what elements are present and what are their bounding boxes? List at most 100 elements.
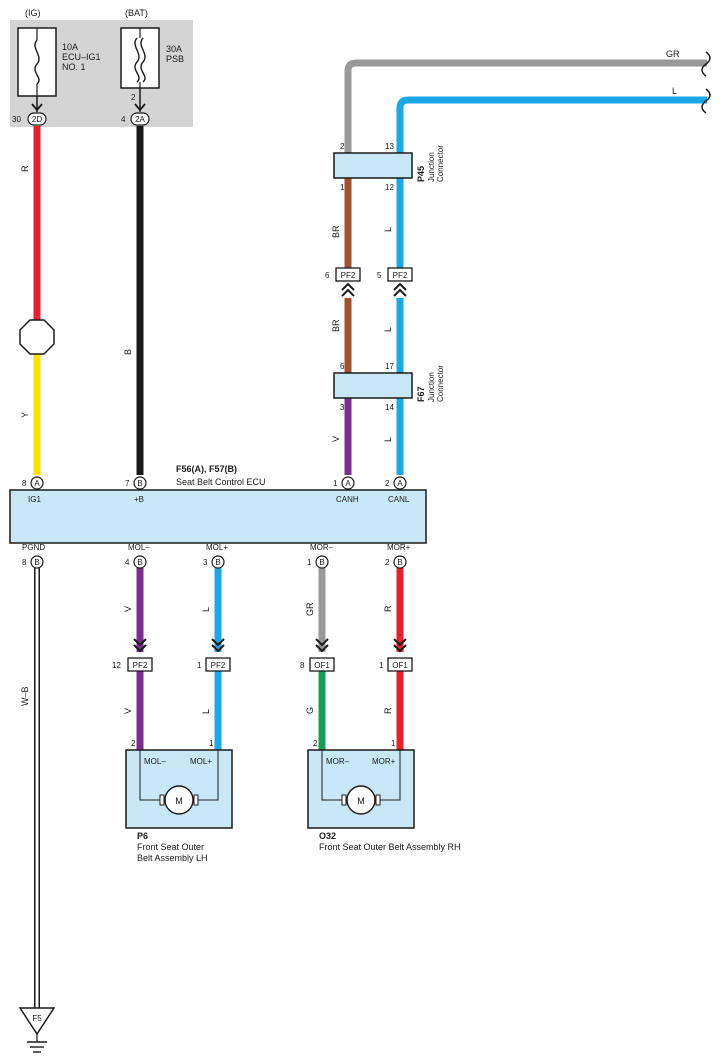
ecu-pin-conn: A	[397, 479, 403, 488]
ecu-pin-conn: B	[215, 558, 220, 567]
wire-label-yellow: Y	[20, 412, 30, 418]
connector-arrow-icon	[393, 638, 407, 653]
fuse-panel: (IG) (BAT) 10A ECU–IG1 NO. 1 30A PSB 2	[10, 8, 193, 127]
f67-code: F67	[416, 386, 426, 402]
inline-num-0: 6	[325, 271, 330, 280]
ecu-bottom-pin-pgnd: PGND B 8	[22, 543, 45, 569]
wire-label-ground: W–B	[20, 686, 30, 706]
fuse-source-bat: (BAT)	[125, 8, 148, 18]
ecu-pin-conn: A	[34, 479, 40, 488]
ecu-bottom-pin-mor-plus: MOR+ B 2	[385, 543, 411, 569]
p45-pin-bl: 1	[340, 183, 345, 192]
motor-rh-code: O32	[319, 831, 336, 841]
connector-arrow-icon	[341, 282, 355, 297]
ecu-pin-name: CANH	[336, 495, 359, 504]
ecu-pin-num: 4	[125, 558, 130, 567]
fuse-name-1b: NO. 1	[62, 62, 86, 72]
motor-rh-pin-right: 1	[391, 739, 396, 748]
connector-arrow-icon	[315, 638, 329, 653]
p45-line1: Junction	[427, 152, 436, 182]
motor-assembly-lh: 2 1 MOL– MOL+ M P6 Front Seat Outer Belt…	[125, 739, 233, 863]
connector-oval-2d	[27, 112, 47, 126]
inline-label-3: PF2	[211, 661, 226, 670]
motor-lh-term-left: MOL–	[144, 757, 166, 766]
wire-labels: R Y B GR L BR BR L L V L W–B V V L L GR …	[20, 49, 680, 714]
inline-connector-pf2-1: PF2 1	[197, 638, 231, 672]
inline-label-2: PF2	[133, 661, 148, 670]
f67-pin-tl: 6	[340, 362, 345, 371]
motor-rh-term-right: MOR+	[372, 757, 396, 766]
fuse-source-ig: (IG)	[25, 8, 41, 18]
wire-label-mor-plus-top: R	[383, 605, 393, 612]
motor-lh-line2: Belt Assembly LH	[137, 853, 208, 863]
fuse-name-1a: ECU–IG1	[62, 52, 101, 62]
f67-pin-bl: 3	[340, 403, 345, 412]
ecu-bottom-pin-mol-minus: MOL– B 4	[125, 543, 150, 569]
inline-num-5: 1	[379, 661, 384, 670]
motor-rh-symbol: M	[357, 796, 365, 806]
ecu-pin-num: 8	[22, 558, 27, 567]
inline-num-2: 12	[112, 661, 121, 670]
wire-label-l-p45: L	[383, 227, 393, 232]
inline-connector-of1-8: OF1 8	[300, 638, 335, 672]
junction-box-f67	[333, 372, 413, 399]
motor-rh-line1: Front Seat Outer Belt Assembly RH	[319, 842, 461, 852]
ground-icon: F5	[18, 1007, 56, 1053]
connector-arrow-icon	[134, 88, 146, 112]
ecu-pin-name: +B	[134, 495, 144, 504]
wire-label-br-upper: BR	[331, 225, 341, 238]
ecu-subtitle: Seat Belt Control ECU	[176, 477, 266, 487]
wire-break-icon	[701, 51, 711, 77]
ecu-bottom-pin-mor-minus: MOR– B 1	[307, 543, 334, 569]
motor-lh-symbol: M	[175, 796, 183, 806]
ecu-pin-num: 2	[385, 558, 390, 567]
wire-label-red-top: R	[20, 165, 30, 172]
ecu-pin-name: MOR+	[387, 543, 411, 552]
motor-lh-line1: Front Seat Outer	[137, 842, 204, 852]
p45-line2: Connector	[436, 145, 445, 182]
wire-break-icon	[701, 88, 711, 114]
ecu-top-pin-b: B 7 +B	[125, 476, 147, 504]
fuse-rating-1: 10A	[62, 42, 78, 52]
splice-icon	[19, 319, 55, 355]
fuse-pin-1: 30	[12, 115, 21, 124]
connector-arrow-icon	[211, 638, 225, 653]
fuse-icon	[120, 27, 160, 89]
motor-lh-pin-right: 1	[209, 739, 214, 748]
ecu-pin-num: 7	[125, 479, 130, 488]
motor-lh-code: P6	[137, 831, 148, 841]
motor-assembly-rh: 2 1 MOR– MOR+ M O32 Front Seat Outer Bel…	[307, 739, 461, 852]
ecu-pin-conn: B	[319, 558, 324, 567]
fuse-pin-2: 4	[121, 115, 126, 124]
ecu-box	[9, 489, 427, 544]
ground-code: F5	[32, 1014, 42, 1023]
ecu-pin-num: 1	[307, 558, 312, 567]
motor-icon: M	[139, 750, 219, 815]
ecu-pin-conn: B	[34, 558, 39, 567]
f67-pin-br: 14	[385, 403, 394, 412]
wire-gray-top	[344, 59, 707, 153]
inline-label-4: OF1	[314, 661, 330, 670]
p45-pin-tl: 2	[340, 142, 345, 151]
inline-connector-of1-1: OF1 1	[379, 638, 413, 672]
inline-label-1: PF2	[393, 271, 408, 280]
inline-num-4: 8	[300, 661, 305, 670]
wire-label-br-lower: BR	[331, 319, 341, 332]
ecu-pin-name: CANL	[388, 495, 410, 504]
wire-label-mor-minus-bottom: G	[305, 707, 315, 714]
wire-label-l-f67: L	[383, 327, 393, 332]
fuse-name-2: PSB	[166, 54, 184, 64]
ecu-pin-conn: A	[345, 479, 351, 488]
motor-rh-term-left: MOR–	[326, 757, 350, 766]
wires	[33, 59, 707, 1008]
connector-arrow-icon	[133, 638, 147, 653]
motor-lh-pin-left: 2	[131, 739, 136, 748]
connector-arrow-icon	[393, 282, 407, 297]
ecu-pin-conn: B	[137, 558, 142, 567]
fuse-connector-1: 2D	[32, 115, 42, 124]
junction-box-p45	[333, 152, 413, 179]
connector-oval-2a	[130, 112, 150, 126]
seat-belt-control-ecu: F56(A), F57(B) Seat Belt Control ECU A 8…	[9, 464, 427, 569]
ecu-top-pin-ig1: A 8 IG1	[22, 476, 44, 504]
